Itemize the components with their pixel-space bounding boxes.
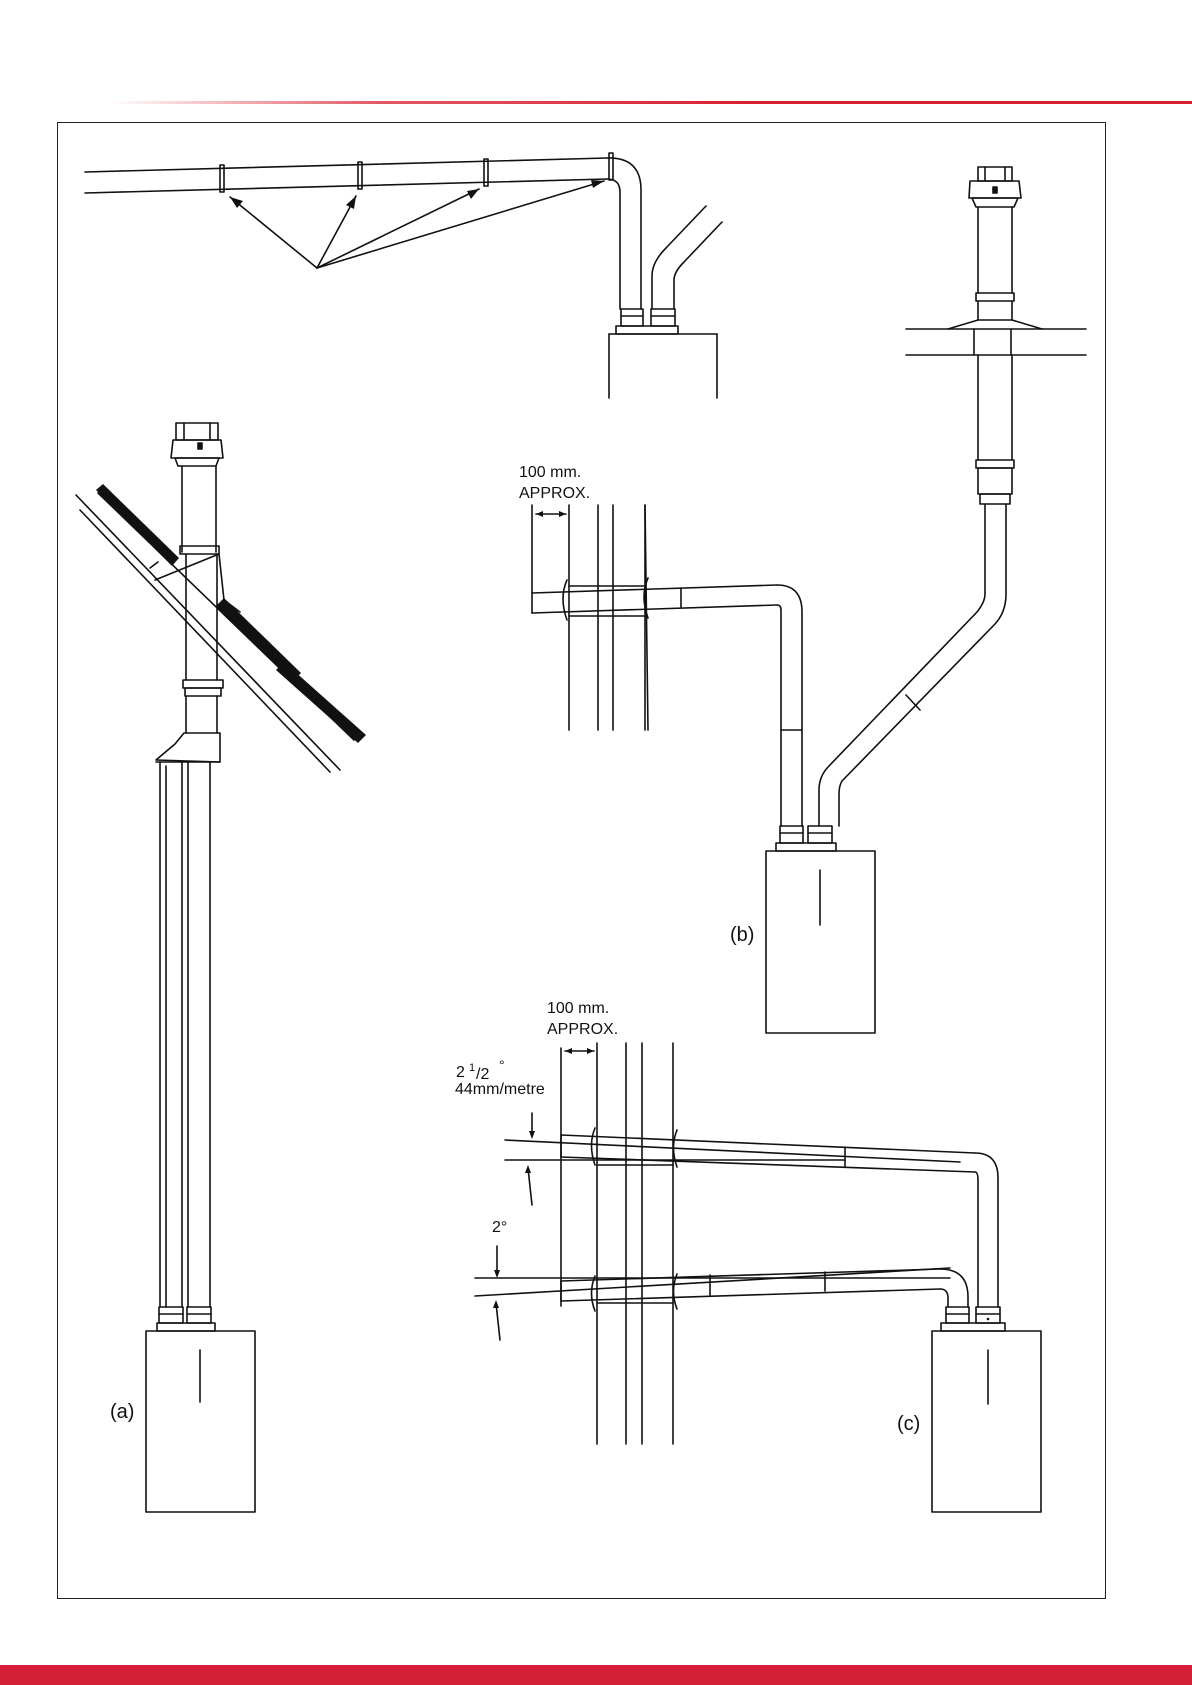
footer-accent-band (0, 1665, 1192, 1685)
dim-c-approx: APPROX. (547, 1021, 618, 1038)
angle-c-upper-deg: ° (499, 1057, 505, 1073)
bracket-pointer-arrows (230, 181, 604, 268)
dim-c-value: 100 mm. (547, 1000, 609, 1017)
diagram-b-flat-roof-flue (532, 167, 1086, 1033)
label-diagram-b: (b) (730, 924, 754, 946)
diagram-c-sloped-flues (475, 1043, 1041, 1512)
top-horizontal-flue (85, 153, 722, 398)
angle-c-lower: 2° (492, 1219, 507, 1236)
dim-b-approx: APPROX. (519, 485, 590, 502)
label-diagram-a: (a) (110, 1401, 134, 1423)
roof-tiles (96, 484, 366, 743)
dim-b-value: 100 mm. (519, 464, 581, 481)
diagram-a-pitched-roof-flue (76, 423, 366, 1512)
angle-c-upper-num: 1 (469, 1062, 475, 1074)
angle-c-upper-rate: 44mm/metre (455, 1081, 545, 1098)
angle-c-upper-whole: 2 (456, 1064, 465, 1081)
label-diagram-c: (c) (897, 1413, 920, 1435)
